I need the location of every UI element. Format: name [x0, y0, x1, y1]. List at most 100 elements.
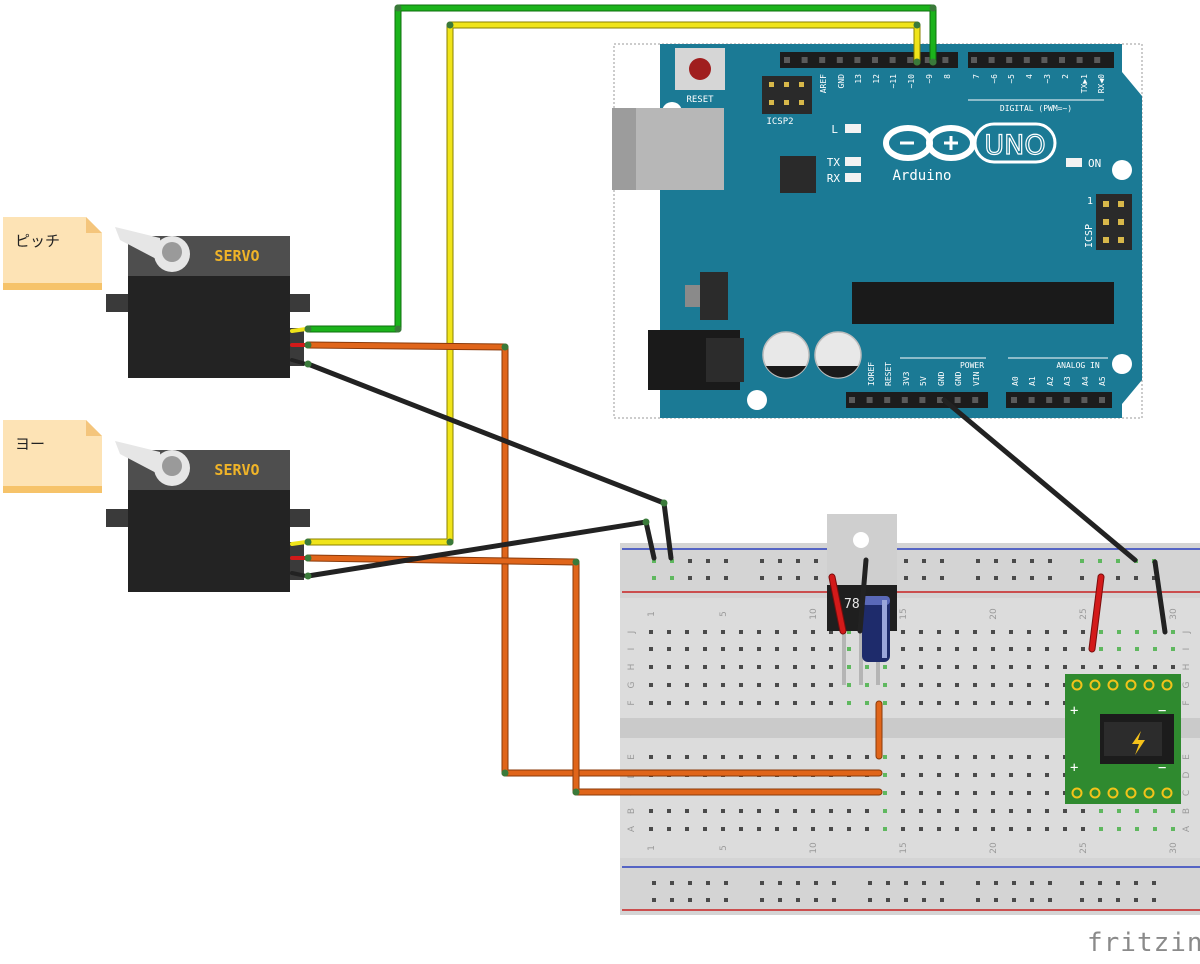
breadboard-hole [1045, 630, 1049, 634]
breadboard-hole [811, 827, 815, 831]
breadboard-hole [703, 809, 707, 813]
row-letter: H [1182, 664, 1192, 671]
header-pin [872, 57, 878, 63]
mount-hole [1112, 160, 1132, 180]
digital-pin-label: 2 [1061, 74, 1070, 79]
column-number-bottom: 20 [989, 842, 999, 854]
row-letter: I [1182, 648, 1192, 651]
breadboard-hole [937, 809, 941, 813]
header-pin [1028, 397, 1035, 403]
rail-hole [994, 559, 998, 563]
rail-hole [706, 559, 710, 563]
led-rx [845, 173, 861, 182]
breadboard-hole [721, 701, 725, 705]
breadboard-hole [865, 827, 869, 831]
column-number-top: 30 [1169, 608, 1179, 620]
breadboard-hole [883, 755, 887, 759]
header-pin [889, 57, 896, 63]
power-module-pin [1089, 679, 1101, 691]
note-pitch: ピッチ [3, 217, 102, 290]
column-number-bottom: 10 [809, 842, 819, 854]
breadboard-hole [649, 827, 653, 831]
breadboard-hole [1009, 755, 1013, 759]
row-letter: B [627, 808, 637, 814]
rail-hole [1012, 898, 1016, 902]
digital-pin-label: ~6 [990, 74, 999, 84]
rail-hole [1116, 881, 1120, 885]
digital-label: DIGITAL (PWM=~) [1000, 104, 1072, 113]
breadboard-hole [667, 701, 671, 705]
breadboard-hole [883, 791, 887, 795]
header-pin [1099, 397, 1105, 403]
breadboard-hole [829, 647, 833, 651]
breadboard-hole [1117, 630, 1121, 634]
rail-hole [1030, 898, 1034, 902]
rail-hole [940, 576, 944, 580]
breadboard-hole [847, 701, 851, 705]
breadboard-hole [1099, 630, 1103, 634]
rail-hole [796, 576, 800, 580]
electrolytic-capacitor [862, 596, 890, 662]
breadboard-hole [991, 791, 995, 795]
rail-hole [706, 898, 710, 902]
breadboard-hole [667, 755, 671, 759]
breadboard-hole [1135, 827, 1139, 831]
breadboard-hole [955, 773, 959, 777]
breadboard-hole [1045, 827, 1049, 831]
header-pin [819, 57, 826, 63]
led-l [845, 124, 861, 133]
breadboard-hole [991, 665, 995, 669]
breadboard-hole [883, 827, 887, 831]
header-pin [1081, 397, 1088, 403]
breadboard-hole [955, 809, 959, 813]
digital-pin-label: 13 [854, 74, 863, 84]
rail-hole [1080, 559, 1084, 563]
rail-hole [778, 898, 782, 902]
breadboard-hole [937, 647, 941, 651]
breadboard-hole [757, 683, 761, 687]
breadboard-hole [901, 791, 905, 795]
breadboard-hole [973, 665, 977, 669]
rail-hole [940, 881, 944, 885]
breadboard-hole [721, 809, 725, 813]
breadboard-hole [955, 683, 959, 687]
bottom-pins [849, 397, 1105, 403]
breadboard-hole [1009, 665, 1013, 669]
rail-hole [814, 559, 818, 563]
board-pcb [660, 44, 1142, 418]
breadboard-hole [775, 683, 779, 687]
header-pin [1023, 57, 1030, 63]
breadboard-hole [793, 755, 797, 759]
breadboard-hole [937, 791, 941, 795]
column-number-top: 20 [989, 608, 999, 620]
rail-hole [832, 898, 836, 902]
rail-hole [1030, 881, 1034, 885]
breadboard-hole [883, 683, 887, 687]
breadboard-hole [865, 701, 869, 705]
rail-hole [670, 576, 674, 580]
breadboard-hole [991, 809, 995, 813]
power-pin-label: 3V3 [902, 371, 911, 386]
breadboard-hole [955, 630, 959, 634]
breadboard-hole [1009, 791, 1013, 795]
breadboard-hole [667, 647, 671, 651]
breadboard-hole [1171, 809, 1175, 813]
breadboard-hole [955, 827, 959, 831]
power-module-pin [1143, 679, 1155, 691]
breadboard-hole [1045, 755, 1049, 759]
column-number-bottom: 15 [899, 842, 909, 853]
rail-hole [922, 576, 926, 580]
breadboard-hole [721, 647, 725, 651]
breadboard-hole [811, 755, 815, 759]
rail-hole [1048, 559, 1052, 563]
analog-pin-label: A0 [1011, 376, 1020, 386]
breadboard-hole [739, 683, 743, 687]
reset-button-cap[interactable] [689, 58, 711, 80]
header-pin [954, 397, 961, 403]
rail-hole [922, 881, 926, 885]
breadboard-hole [937, 683, 941, 687]
servo-pitch-label: SERVO [214, 247, 259, 265]
breadboard-hole [685, 809, 689, 813]
